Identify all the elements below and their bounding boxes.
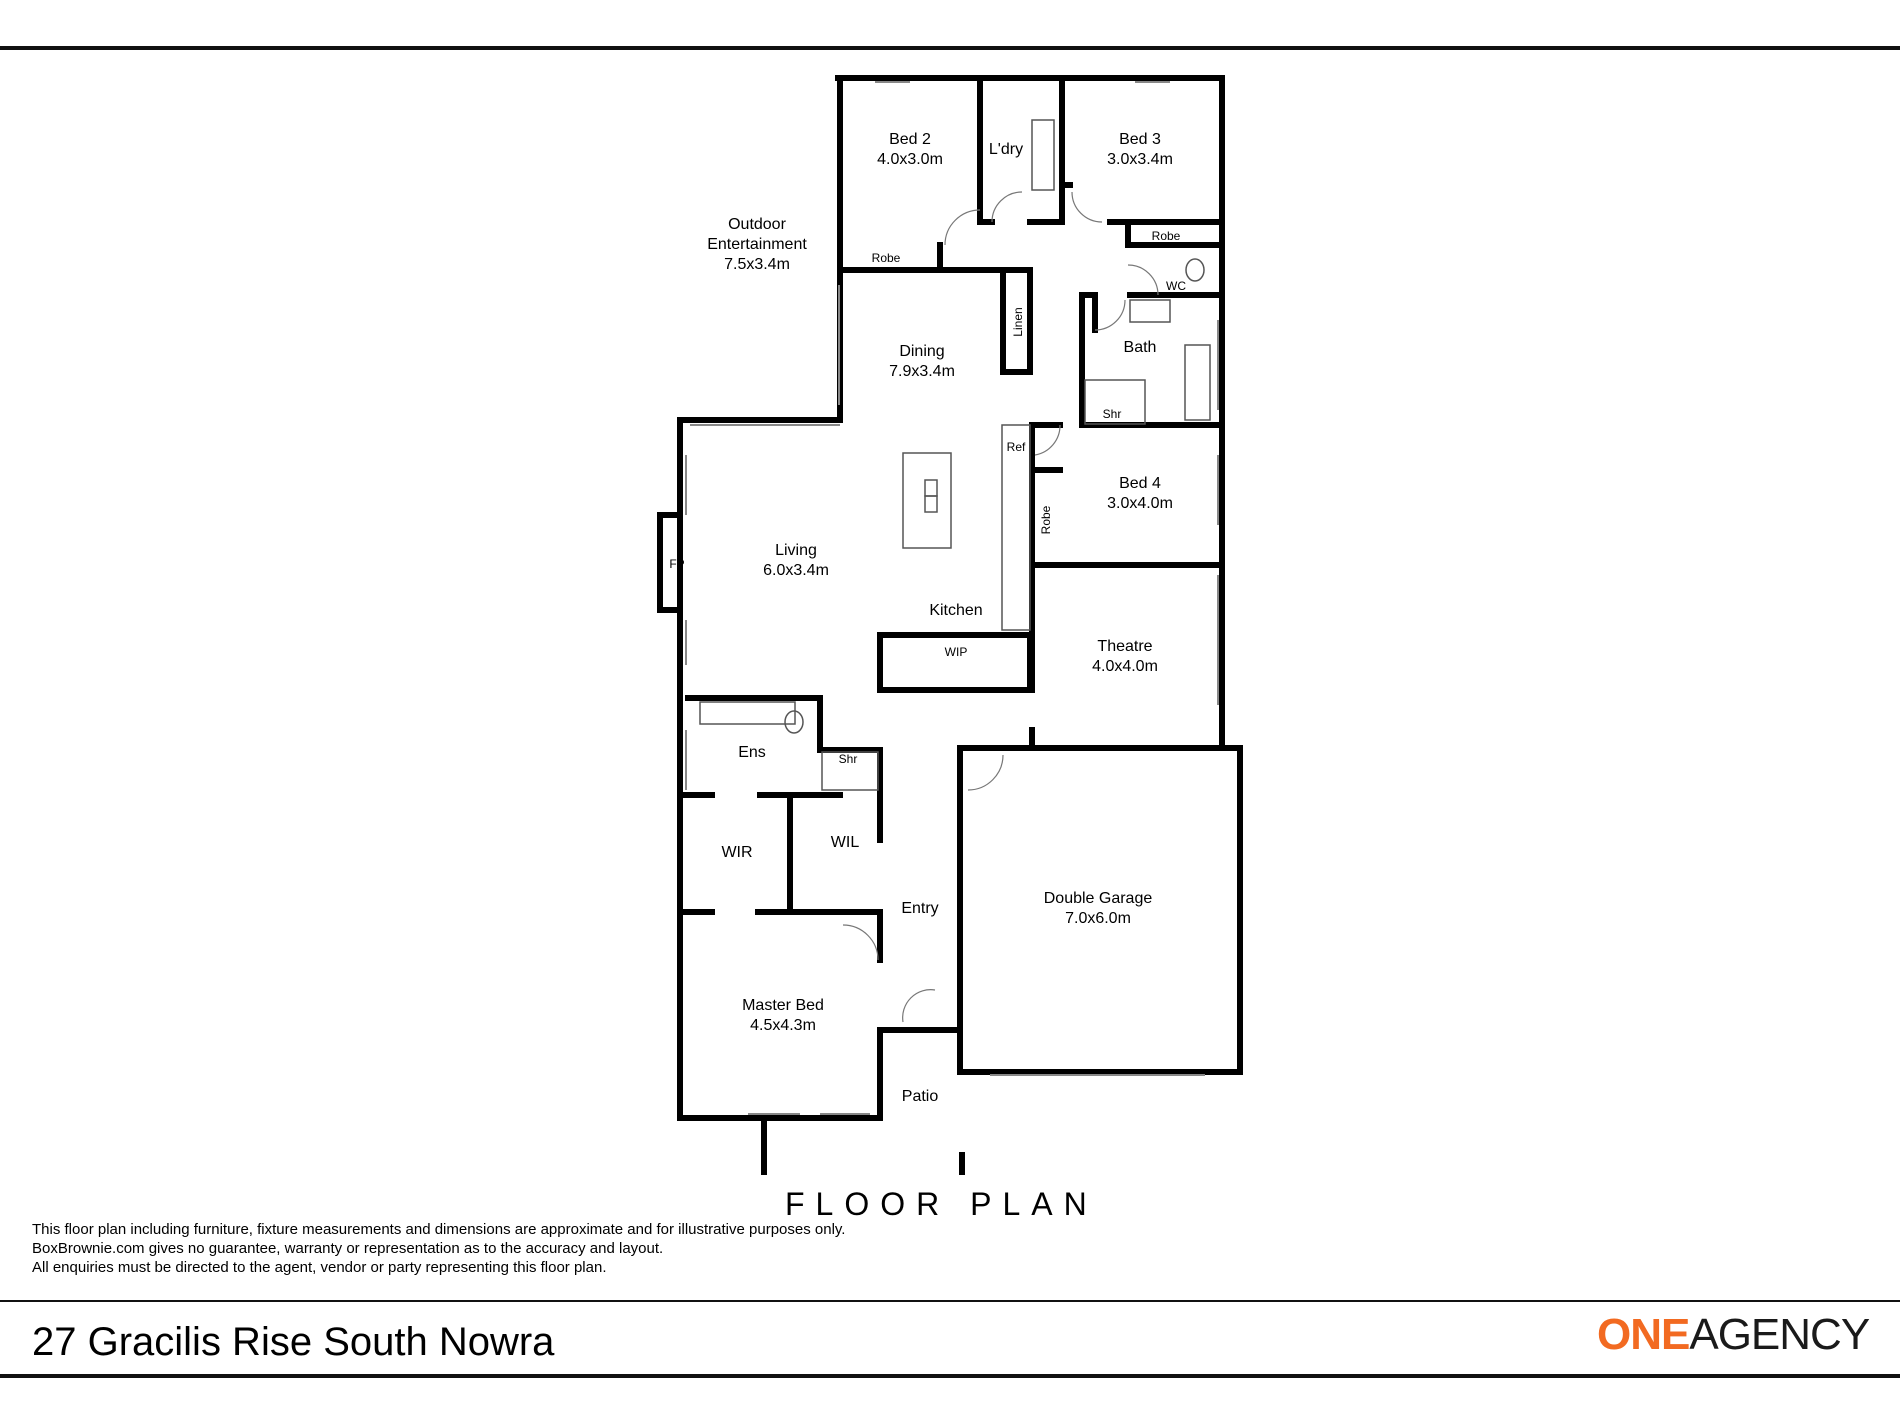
bed3-size: 3.0x3.4m bbox=[1107, 151, 1173, 168]
bed3-name: Bed 3 bbox=[1119, 131, 1161, 148]
bath-shower-name: Shr bbox=[1103, 407, 1122, 421]
bed2-name: Bed 2 bbox=[889, 131, 931, 148]
outdoor-size: 7.5x3.4m bbox=[724, 256, 790, 273]
robe-bed2-name: Robe bbox=[872, 251, 901, 265]
wall-ensuite bbox=[685, 695, 883, 843]
footer-bottom-rule bbox=[0, 1374, 1900, 1378]
dining-name: Dining bbox=[899, 343, 944, 360]
patio-post bbox=[761, 1115, 965, 1175]
master-name: Master Bed bbox=[742, 997, 824, 1014]
wip-name: WIP bbox=[945, 645, 968, 659]
wil-name: WIL bbox=[831, 834, 860, 851]
bed4-size: 3.0x4.0m bbox=[1107, 495, 1173, 512]
wall-linen bbox=[1000, 269, 1033, 375]
kitchen-name: Kitchen bbox=[929, 602, 982, 619]
property-address: 27 Gracilis Rise South Nowra bbox=[32, 1320, 555, 1364]
wall-bath bbox=[1079, 292, 1225, 428]
fireplace-name: FP bbox=[669, 557, 684, 571]
bed4-name: Bed 4 bbox=[1119, 475, 1161, 492]
wall-wc bbox=[1079, 292, 1225, 333]
garage-size: 7.0x6.0m bbox=[1065, 910, 1131, 927]
wall-entry bbox=[877, 1027, 963, 1121]
theatre-name: Theatre bbox=[1097, 638, 1152, 655]
living-name: Living bbox=[775, 542, 817, 559]
dining-size: 7.9x3.4m bbox=[889, 363, 955, 380]
patio-name: Patio bbox=[902, 1088, 939, 1105]
footer-top-rule bbox=[0, 1300, 1900, 1302]
brand-part-one: ONE bbox=[1597, 1310, 1690, 1359]
wall-wip bbox=[877, 632, 1033, 693]
bath-name: Bath bbox=[1124, 339, 1157, 356]
disclaimer: This floor plan including furniture, fix… bbox=[32, 1220, 845, 1277]
wall-bed3 bbox=[1059, 182, 1225, 248]
entry-name: Entry bbox=[901, 900, 938, 917]
outer-wall-garage-left bbox=[957, 745, 1225, 1075]
wall-wir bbox=[677, 792, 793, 915]
living-size: 6.0x3.4m bbox=[763, 562, 829, 579]
wall-dining-north bbox=[837, 267, 1033, 303]
outer-wall bbox=[835, 75, 1243, 1075]
top-rule bbox=[0, 46, 1900, 50]
laundry-name: L'dry bbox=[989, 141, 1023, 158]
bed2-size: 4.0x3.0m bbox=[877, 151, 943, 168]
linen-name: Linen bbox=[1011, 307, 1025, 336]
wall-wil bbox=[787, 792, 883, 915]
ensuite-name: Ens bbox=[738, 744, 766, 761]
master-size: 4.5x4.3m bbox=[750, 1017, 816, 1034]
fireplace-wall bbox=[657, 512, 683, 613]
theatre-size: 4.0x4.0m bbox=[1092, 658, 1158, 675]
ensuite-shower-name: Shr bbox=[839, 752, 858, 766]
disclaimer-line: This floor plan including furniture, fix… bbox=[32, 1221, 846, 1238]
wall-master-north bbox=[677, 909, 883, 963]
outdoor-name-2: Entertainment bbox=[707, 236, 807, 253]
robe-bed4-name: Robe bbox=[1039, 505, 1053, 534]
outdoor-name-1: Outdoor bbox=[728, 216, 786, 233]
ref-name: Ref bbox=[1007, 440, 1026, 454]
wall-bed2 bbox=[837, 75, 983, 273]
wir-name: WIR bbox=[721, 844, 752, 861]
garage-name: Double Garage bbox=[1044, 890, 1153, 907]
brand-logo: ONEAGENCY bbox=[1597, 1310, 1870, 1360]
disclaimer-line: All enquiries must be directed to the ag… bbox=[32, 1259, 607, 1276]
wc-name: WC bbox=[1166, 279, 1186, 293]
brand-part-two: AGENCY bbox=[1689, 1310, 1870, 1359]
robe-bed3-name: Robe bbox=[1152, 229, 1181, 243]
wall-laundry bbox=[977, 75, 1065, 225]
disclaimer-line: BoxBrownie.com gives no guarantee, warra… bbox=[32, 1240, 664, 1257]
plan-title: FLOOR PLAN bbox=[785, 1186, 1098, 1222]
